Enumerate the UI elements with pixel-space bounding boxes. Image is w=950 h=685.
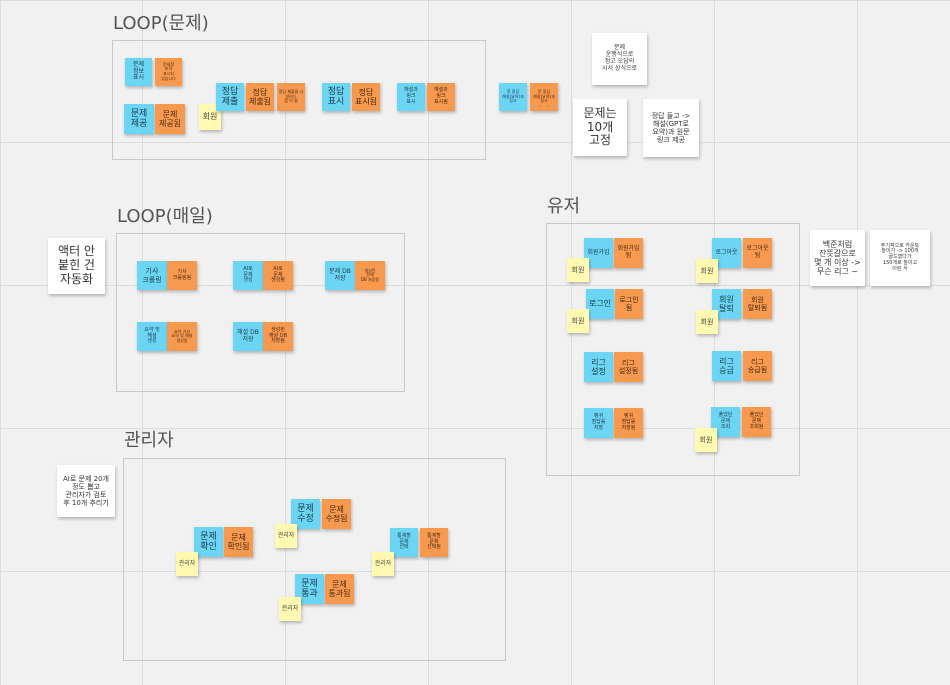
event-note-explain-show[interactable]: 해설과 링크 표시	[397, 83, 425, 111]
event-note-league-promote[interactable]: 리그 승급	[712, 351, 741, 381]
actor-note-member-4[interactable]: 회원	[696, 310, 718, 334]
comment-note-answer-flow[interactable]: 정답 들고 -> 해설(GPT로 요약)과 원문 링크 제공	[643, 99, 699, 157]
event-note-extra-1[interactable]: 문 정답 해설(요약)과 링크	[499, 83, 527, 111]
event-note-problem-confirm[interactable]: 문제 확인	[194, 527, 223, 557]
event-note-summary-generate[interactable]: 요약 및 해설 생성	[137, 322, 167, 351]
section-title-admin: 관리자	[124, 430, 174, 451]
comment-note-automation[interactable]: 액터 안 붙힌 건 자동화	[48, 238, 105, 294]
event-note-explain-shown[interactable]: 해설과 링크 표시됨	[427, 83, 455, 111]
comment-note-problem-fixed[interactable]: 문제는 10개 고정	[573, 99, 627, 156]
event-note-problem-provide[interactable]: 문제 제공	[124, 104, 154, 134]
event-note-league-set[interactable]: 리그 설정	[584, 352, 613, 382]
event-note-problem-edited[interactable]: 문제 수정됨	[322, 499, 351, 529]
event-note-db-saved[interactable]: 생성된 문제 DB 저장됨	[355, 261, 385, 290]
event-note-extra-2[interactable]: 문 정답 해설(요약)과 링크	[530, 83, 558, 111]
event-note-answer-submit-detail[interactable]: 정답 제출을 시 알려드 림 이 될	[277, 83, 305, 111]
actor-note-member-5[interactable]: 회원	[695, 428, 717, 452]
frame-admin	[123, 458, 506, 661]
actor-note-admin-3[interactable]: 관리자	[279, 597, 301, 621]
event-note-login[interactable]: 로그인	[586, 289, 614, 319]
section-title-loop-problem: LOOP(문제)	[113, 13, 209, 34]
event-note-rank-save[interactable]: 랭귀 점답률 저장	[584, 408, 613, 438]
event-note-ai-generate[interactable]: AI로 문제 생성	[233, 261, 263, 290]
event-note-signed-up[interactable]: 회원가입 됨	[614, 238, 643, 268]
actor-note-member-1[interactable]: 회원	[567, 258, 589, 282]
frame-loop-problem	[112, 40, 486, 160]
event-note-stats-selected[interactable]: 통계할 문제 선택됨	[420, 528, 448, 557]
actor-note-member-2[interactable]: 회원	[567, 309, 589, 333]
event-note-db-save[interactable]: 문제 DB 저장	[325, 261, 355, 290]
section-title-loop-daily: LOOP(매일)	[117, 206, 213, 227]
event-note-problem-shown[interactable]: 문제정 보이 표시되 었습니다	[155, 58, 182, 86]
frame-user	[546, 223, 800, 476]
event-note-withdrawn[interactable]: 회원 탈퇴됨	[743, 289, 772, 319]
event-note-problem-passed[interactable]: 문제 통과됨	[325, 574, 354, 604]
event-note-answer-show[interactable]: 정답 표시	[322, 83, 350, 111]
event-note-answer-submit[interactable]: 정답 제출	[216, 83, 244, 111]
event-note-problem-show[interactable]: 문제 정보 표시	[125, 58, 152, 86]
event-note-league-setted[interactable]: 리그 설정됨	[614, 352, 643, 382]
frame-loop-daily	[116, 233, 405, 392]
comment-note-ai-review[interactable]: AI로 문제 20개 정도 뽑고 관리자가 검토 후 10개 추리기	[57, 465, 115, 517]
comment-note-league-rule[interactable]: 백준처럼 잔뜻갈으로 몇 개 이상 -> 무슨 리그 ~	[810, 230, 865, 286]
event-note-explain-db-save[interactable]: 해설 DB 저장	[233, 322, 263, 351]
event-note-ai-generated[interactable]: AI로 문제 생성됨	[263, 261, 293, 290]
comment-note-periodic-count[interactable]: 주기적으로 카운트 높이기 -> 100개 골드였다가 150개로 높이고 이런…	[870, 230, 930, 286]
event-note-logged-in[interactable]: 로그인 됨	[615, 289, 643, 319]
actor-note-admin-1[interactable]: 관리자	[176, 552, 198, 576]
event-note-article-crawl[interactable]: 기사 크롤링	[137, 261, 167, 290]
event-note-stats-select[interactable]: 통계할 문제 선택	[390, 528, 418, 557]
actor-note-admin-4[interactable]: 관리자	[372, 552, 394, 576]
event-note-problem-confirmed[interactable]: 문제 확인됨	[224, 527, 253, 557]
event-note-problem-provided[interactable]: 문제 제공됨	[155, 104, 185, 134]
comment-note-problem-style[interactable]: 문제 운행식으로 정고 오답의 시서 상식으로	[592, 33, 647, 85]
actor-note-member[interactable]: 회원	[199, 104, 221, 130]
actor-note-member-3[interactable]: 회원	[696, 259, 718, 283]
actor-note-admin-2[interactable]: 관리자	[275, 524, 297, 548]
event-note-article-crawled[interactable]: 기사 크롤링됨	[167, 261, 197, 290]
event-note-logged-out[interactable]: 로그아웃 됨	[743, 238, 772, 268]
section-title-user: 유저	[547, 196, 581, 217]
event-note-solved-viewed[interactable]: 풀었던 문제 조회됨	[742, 407, 771, 437]
event-note-problem-edit[interactable]: 문제 수정	[291, 499, 320, 529]
event-note-answer-submitted[interactable]: 정답 제출됨	[246, 83, 274, 111]
event-note-summary-generated[interactable]: 요약 기사 요약 및 해설 생성됨	[167, 322, 197, 351]
event-note-explain-db-saved[interactable]: 생성된 해설 DB 저장됨	[263, 322, 293, 351]
event-note-league-promoted[interactable]: 리그 승급됨	[743, 351, 772, 381]
event-note-answer-shown[interactable]: 정답 표시됨	[352, 83, 380, 111]
event-note-rank-saved[interactable]: 랭귀 점답률 저장됨	[614, 408, 643, 438]
